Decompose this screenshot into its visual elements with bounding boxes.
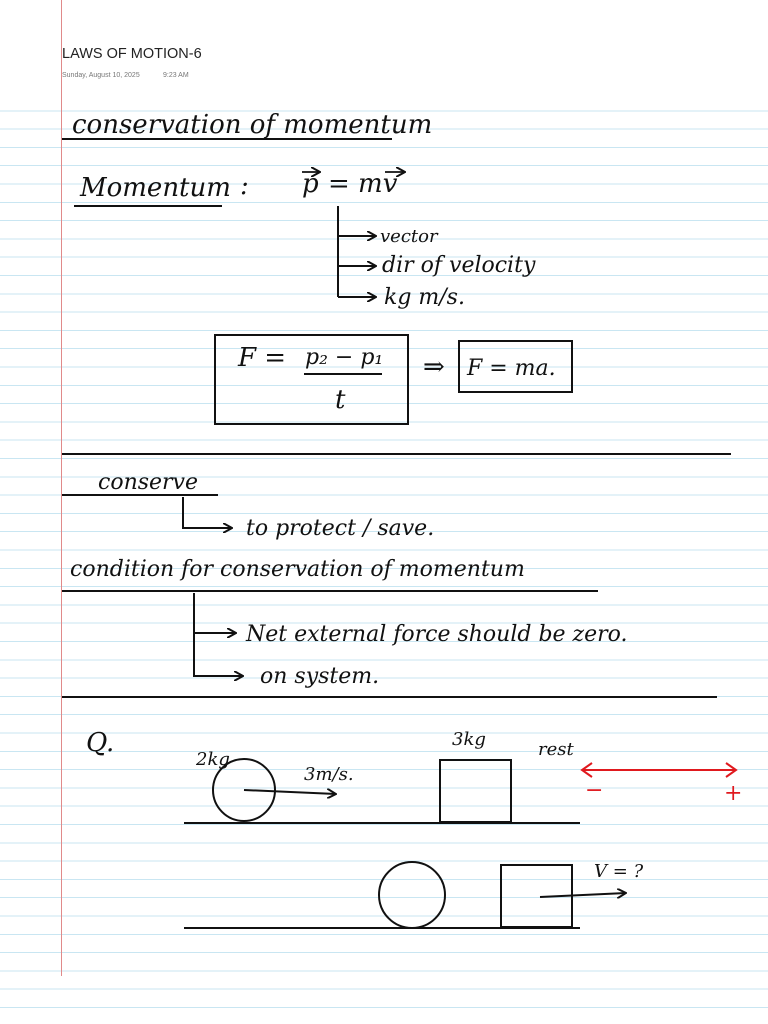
ball-mass: 2kg xyxy=(195,749,230,770)
condition-bracket xyxy=(193,593,243,676)
unknown-velocity: V = ? xyxy=(594,861,644,882)
force-formula-box xyxy=(214,334,409,425)
newton-law-box xyxy=(458,340,573,393)
block xyxy=(439,759,512,823)
question-label: Q. xyxy=(86,728,114,758)
margin-line xyxy=(61,0,63,976)
property-direction: dir of velocity xyxy=(382,253,536,278)
sign-arrow-left xyxy=(580,762,593,778)
page-date: Sunday, August 10, 2025 xyxy=(62,72,140,79)
page-title[interactable]: LAWS OF MOTION-6 xyxy=(62,46,202,62)
ball-speed: 3m/s. xyxy=(304,764,354,785)
force-numerator: p₂ − p₁ xyxy=(305,345,383,370)
block-velocity-arrow xyxy=(539,893,626,897)
condition-net-force: Net external force should be zero. xyxy=(245,622,628,647)
page-time: 9:23 AM xyxy=(163,72,189,79)
ball xyxy=(378,861,446,929)
ball xyxy=(212,758,276,822)
sign-negative: − xyxy=(585,778,603,803)
ball-velocity-arrow xyxy=(243,790,336,794)
conserve-word: conserve xyxy=(98,470,198,495)
force-denominator: t xyxy=(335,385,346,415)
property-vector: vector xyxy=(380,226,439,247)
notes-heading: conservation of momentum xyxy=(72,110,432,140)
condition-heading: condition for conservation of momentum xyxy=(70,557,525,582)
sign-arrow-right xyxy=(725,762,738,778)
momentum-label: Momentum xyxy=(79,173,231,203)
momentum-equation: = mv xyxy=(328,169,398,199)
force-lhs: F = xyxy=(237,343,286,373)
newton-law: F = ma. xyxy=(466,356,556,381)
condition-system: on system. xyxy=(260,664,379,689)
page-header-area xyxy=(0,0,768,94)
conserve-arrow xyxy=(182,497,232,528)
sign-positive: + xyxy=(724,781,742,806)
block-mass: 3kg xyxy=(452,729,486,750)
block-state: rest xyxy=(538,739,574,760)
conserve-meaning: to protect / save. xyxy=(246,516,434,541)
implies-symbol: ⇒ xyxy=(423,352,445,382)
momentum-colon: : xyxy=(240,171,249,201)
momentum-p-symbol: p xyxy=(302,169,319,199)
property-unit: kg m/s. xyxy=(384,285,465,310)
